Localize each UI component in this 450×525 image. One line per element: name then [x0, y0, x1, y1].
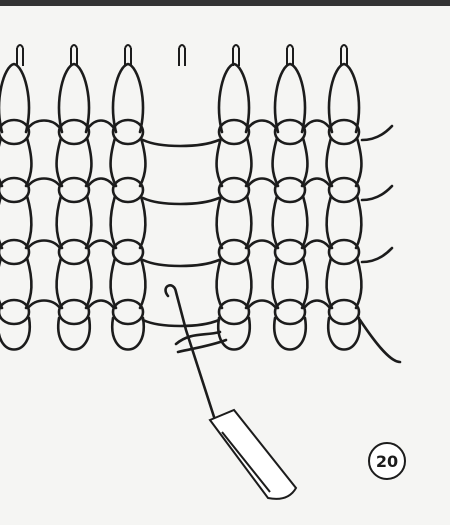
stitch-loop: [327, 138, 332, 186]
stitch-loop: [275, 300, 305, 324]
stitch-loop: [275, 178, 305, 202]
stitch-loop: [246, 138, 251, 186]
stitch-loop: [219, 178, 249, 202]
stitch-loop: [28, 301, 60, 309]
stitch-loop: [0, 120, 29, 144]
stitch-loop: [217, 196, 222, 248]
stitch-loop: [304, 121, 330, 129]
hook-handle: [210, 410, 296, 499]
stitch-loop: [113, 120, 143, 144]
stitch-loop: [59, 300, 89, 324]
stitch-loop: [219, 240, 249, 264]
stitch-loop: [0, 138, 2, 186]
stitch-loop: [86, 258, 91, 308]
stitch-loop: [362, 248, 392, 262]
stitch-loop: [273, 258, 278, 308]
stitch-loop: [143, 260, 219, 266]
stitch-loop: [113, 178, 143, 202]
stitch-loop: [275, 240, 305, 264]
stitch-loop: [111, 258, 116, 308]
stitch-loop: [246, 258, 251, 308]
stitch-loop: [302, 196, 307, 248]
stitch-loop: [140, 258, 145, 308]
stitch-loop: [88, 179, 114, 187]
stitch-loop: [86, 196, 91, 248]
stitch-loop: [302, 138, 307, 186]
stitch-loop: [360, 320, 400, 362]
stitch-loop: [28, 241, 60, 249]
stitch-loop: [86, 138, 91, 186]
stitch-loop: [57, 258, 62, 308]
stitch-loop: [329, 300, 359, 324]
stitch-loop: [0, 300, 29, 324]
stitch-loop: [329, 240, 359, 264]
stitch-loop: [248, 301, 276, 309]
dropped-stitch-ladder: [143, 140, 219, 326]
figure-number-badge: 20: [368, 442, 406, 480]
stitch-loop: [28, 179, 60, 187]
needle-row: [17, 45, 347, 66]
stitch-loop: [273, 196, 278, 248]
latch-needle-icon: [179, 45, 185, 66]
stitch-loop: [111, 196, 116, 248]
stitch-loop: [248, 241, 276, 249]
stitch-loop: [88, 121, 114, 129]
stitch-loop: [57, 196, 62, 248]
stitch-loop: [59, 120, 89, 144]
stitch-loop: [248, 179, 276, 187]
stitch-loop: [88, 301, 114, 309]
stitch-loop: [0, 178, 29, 202]
stitch-loop: [302, 258, 307, 308]
stitch-loop: [356, 196, 361, 248]
stitch-loop: [140, 196, 145, 248]
stitch-loop: [329, 120, 359, 144]
stitch-loop: [219, 300, 249, 324]
stitch-loop: [273, 138, 278, 186]
stitch-loop: [113, 240, 143, 264]
stitch-loop: [143, 198, 219, 204]
stitch-loop: [28, 121, 60, 129]
stitch-loop: [0, 196, 2, 248]
stitch-loop: [0, 258, 2, 308]
stitch-loop: [219, 120, 249, 144]
stitch-loop: [26, 138, 31, 186]
stitch-loop: [304, 179, 330, 187]
stitch-grid: [0, 64, 400, 362]
stitch-loop: [362, 186, 392, 200]
stitch-loop: [304, 301, 330, 309]
stitch-loop: [143, 140, 219, 146]
stitch-loop: [113, 300, 143, 324]
stitch-loop: [327, 258, 332, 308]
stitch-loop: [304, 241, 330, 249]
latch-needle-icon: [17, 45, 23, 66]
stitch-loop: [26, 258, 31, 308]
stitch-loop: [327, 196, 332, 248]
stitch-loop: [143, 320, 219, 326]
stitch-loop: [59, 178, 89, 202]
stitch-loop: [111, 138, 116, 186]
stitch-loop: [356, 138, 361, 186]
stitch-loop: [217, 258, 222, 308]
stitch-loop: [88, 241, 114, 249]
stitch-loop: [329, 178, 359, 202]
figure-number: 20: [376, 452, 398, 471]
stitch-loop: [26, 196, 31, 248]
stitch-loop: [356, 258, 361, 308]
stitch-loop: [248, 121, 276, 129]
top-edge-bar: [0, 0, 450, 6]
stitch-loop: [362, 126, 392, 140]
stitch-loop: [0, 240, 29, 264]
stitch-loop: [246, 196, 251, 248]
stitch-loop: [57, 138, 62, 186]
stitch-loop: [59, 240, 89, 264]
stitch-loop: [140, 138, 145, 186]
stitch-loop: [217, 138, 222, 186]
stitch-loop: [275, 120, 305, 144]
